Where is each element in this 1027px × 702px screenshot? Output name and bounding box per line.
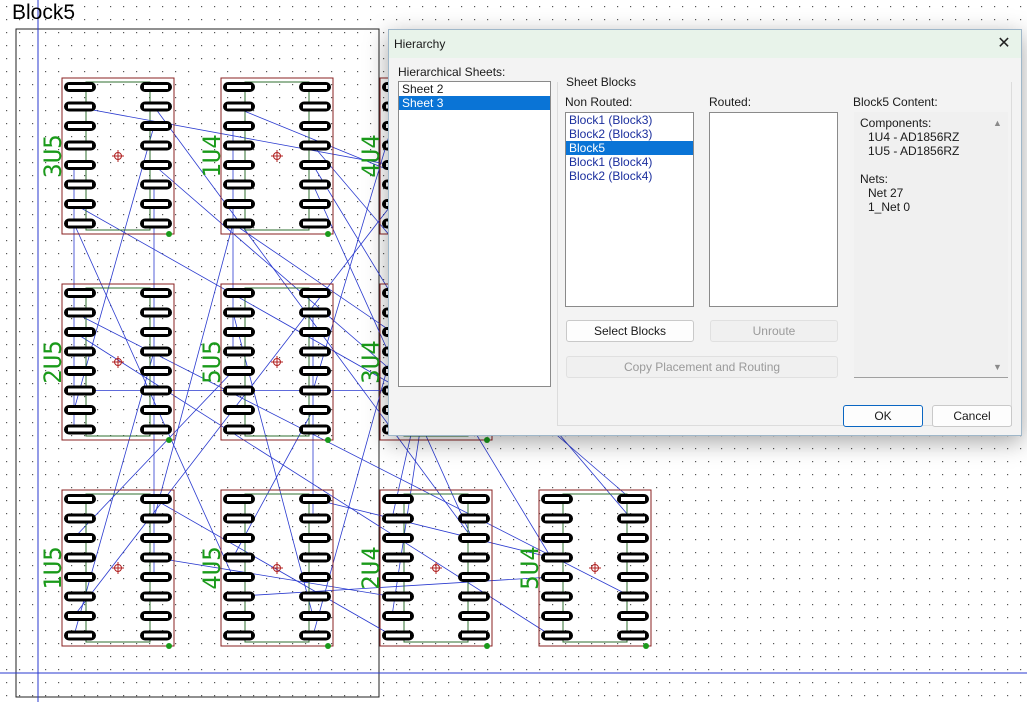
refdes-label: 4U4 <box>357 134 385 177</box>
component-3u5[interactable]: 3U5 <box>39 77 175 237</box>
refdes-label: 3U4 <box>357 340 385 383</box>
sheet-blocks-group <box>557 82 1012 426</box>
component-2u5[interactable]: 2U5 <box>39 283 175 443</box>
select-blocks-button[interactable]: Select Blocks <box>566 320 694 342</box>
nets-heading: Nets: <box>860 172 889 186</box>
refdes-label: 5U4 <box>516 546 544 589</box>
components-heading: Components: <box>860 116 932 130</box>
block-item[interactable]: Block2 (Block4) <box>569 169 653 183</box>
dialog-title: Hierarchy <box>394 37 446 51</box>
non-routed-label: Non Routed: <box>565 95 633 109</box>
ok-button[interactable]: OK <box>843 405 923 427</box>
block-item[interactable]: Block1 (Block3) <box>569 113 653 127</box>
routed-label: Routed: <box>709 95 752 109</box>
component-1u4[interactable]: 1U4 <box>198 77 334 237</box>
block-item[interactable]: Block1 (Block4) <box>569 155 653 169</box>
component-entry: 1U4 - AD1856RZ <box>868 130 960 144</box>
component-1u5[interactable]: 1U5 <box>39 489 175 649</box>
net-entry: Net 27 <box>868 186 904 200</box>
refdes-label: 2U5 <box>39 340 67 383</box>
refdes-label: 1U5 <box>39 546 67 589</box>
content-label: Block5 Content: <box>853 95 938 109</box>
cancel-button[interactable]: Cancel <box>932 405 1012 427</box>
block-item[interactable]: Block2 (Block3) <box>569 127 653 141</box>
refdes-label: 1U4 <box>198 134 226 177</box>
block-boundary <box>15 28 380 698</box>
component-4u5[interactable]: 4U5 <box>198 489 334 649</box>
close-icon[interactable]: ✕ <box>997 35 1011 52</box>
sheets-listbox[interactable]: Sheet 2 Sheet 3 <box>398 81 551 387</box>
block-content-panel: Components: 1U4 - AD1856RZ 1U5 - AD1856R… <box>854 112 1008 378</box>
hierarchy-dialog: Hierarchy ✕ Hierarchical Sheets: Sheet 2… <box>388 29 1022 436</box>
refdes-label: 3U5 <box>39 134 67 177</box>
routed-listbox[interactable] <box>709 112 838 307</box>
dialog-titlebar[interactable]: Hierarchy ✕ <box>389 30 1021 58</box>
block-item-selected[interactable]: Block5 <box>566 141 693 155</box>
scroll-down-icon[interactable]: ▼ <box>993 362 1002 372</box>
sheet-item[interactable]: Sheet 2 <box>402 82 444 96</box>
refdes-label: 2U4 <box>357 546 385 589</box>
sheet-item-selected[interactable]: Sheet 3 <box>399 96 550 110</box>
component-5u4[interactable]: 5U4 <box>516 489 652 649</box>
scroll-up-icon[interactable]: ▲ <box>993 118 1002 128</box>
non-routed-listbox[interactable]: Block1 (Block3) Block2 (Block3) Block5 B… <box>565 112 694 307</box>
refdes-label: 4U5 <box>198 546 226 589</box>
hierarchical-sheets-label: Hierarchical Sheets: <box>398 65 506 79</box>
block-label: Block5 <box>12 1 76 24</box>
refdes-label: 5U5 <box>198 340 226 383</box>
component-2u4[interactable]: 2U4 <box>357 489 493 649</box>
net-entry: 1_Net 0 <box>868 200 911 214</box>
copy-placement-button[interactable]: Copy Placement and Routing <box>566 356 838 378</box>
sheet-blocks-label: Sheet Blocks <box>565 75 638 89</box>
component-5u5[interactable]: 5U5 <box>198 283 334 443</box>
unroute-button[interactable]: Unroute <box>710 320 838 342</box>
component-entry: 1U5 - AD1856RZ <box>868 144 960 158</box>
